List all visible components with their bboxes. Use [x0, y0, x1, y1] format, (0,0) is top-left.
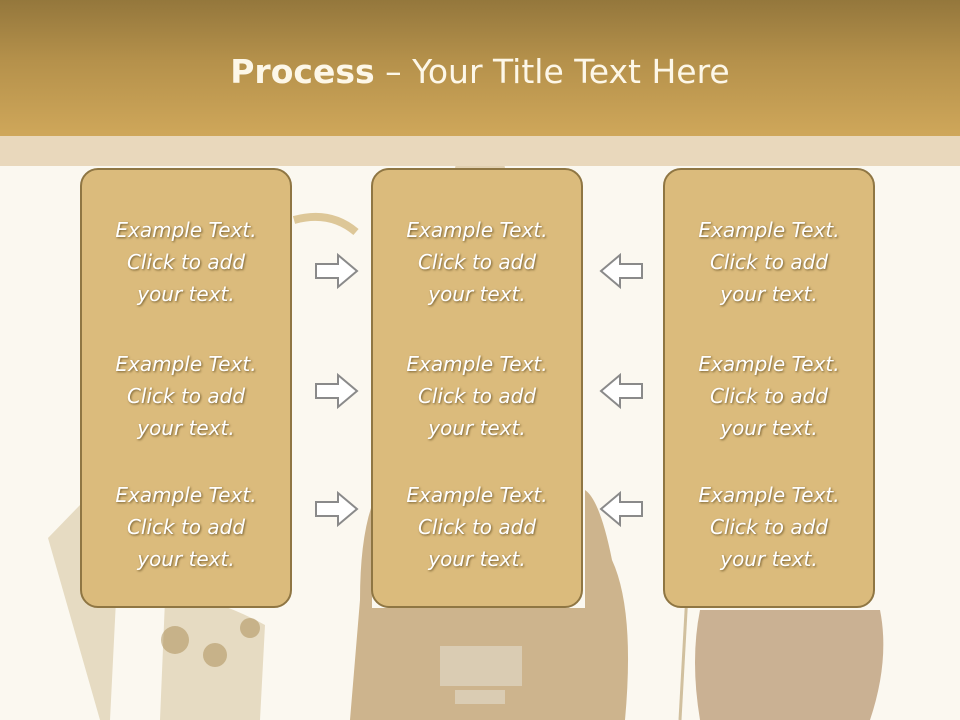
text-line: Click to add [709, 384, 829, 408]
text-line: your text. [137, 282, 235, 306]
text-line: Example Text. [406, 352, 548, 376]
text-line: Click to add [126, 250, 246, 274]
process-box-center[interactable]: Example Text. Click to add your text. Ex… [371, 168, 583, 608]
text-line: your text. [428, 416, 526, 440]
left-arrow-icon[interactable] [598, 372, 644, 410]
text-line: Click to add [417, 250, 537, 274]
text-line: Click to add [709, 515, 829, 539]
text-line: Click to add [709, 250, 829, 274]
text-line: your text. [428, 282, 526, 306]
text-block[interactable]: Example Text. Click to add your text. [82, 214, 290, 310]
left-arrow-icon[interactable] [598, 490, 644, 528]
text-line: Example Text. [406, 218, 548, 242]
text-block[interactable]: Example Text. Click to add your text. [373, 348, 581, 444]
text-line: Example Text. [406, 483, 548, 507]
text-line: your text. [137, 416, 235, 440]
text-line: your text. [720, 282, 818, 306]
text-line: Example Text. [698, 483, 840, 507]
text-line: Example Text. [115, 352, 257, 376]
text-line: your text. [720, 547, 818, 571]
page-title[interactable]: Process – Your Title Text Here [0, 52, 960, 91]
text-line: Example Text. [698, 218, 840, 242]
title-rest: – Your Title Text Here [374, 52, 730, 91]
left-arrow-icon[interactable] [598, 252, 644, 290]
text-line: your text. [137, 547, 235, 571]
text-line: Example Text. [115, 483, 257, 507]
text-line: your text. [428, 547, 526, 571]
text-block[interactable]: Example Text. Click to add your text. [665, 348, 873, 444]
process-box-left[interactable]: Example Text. Click to add your text. Ex… [80, 168, 292, 608]
text-line: Click to add [126, 384, 246, 408]
text-block[interactable]: Example Text. Click to add your text. [665, 479, 873, 575]
text-line: Click to add [126, 515, 246, 539]
text-line: Click to add [417, 384, 537, 408]
text-line: Example Text. [698, 352, 840, 376]
text-block[interactable]: Example Text. Click to add your text. [82, 479, 290, 575]
right-arrow-icon[interactable] [314, 372, 360, 410]
text-block[interactable]: Example Text. Click to add your text. [665, 214, 873, 310]
right-arrow-icon[interactable] [314, 490, 360, 528]
text-line: your text. [720, 416, 818, 440]
header-band [0, 136, 960, 166]
text-line: Example Text. [115, 218, 257, 242]
process-box-right[interactable]: Example Text. Click to add your text. Ex… [663, 168, 875, 608]
text-block[interactable]: Example Text. Click to add your text. [82, 348, 290, 444]
right-arrow-icon[interactable] [314, 252, 360, 290]
text-block[interactable]: Example Text. Click to add your text. [373, 479, 581, 575]
title-bar [0, 0, 960, 136]
text-line: Click to add [417, 515, 537, 539]
text-block[interactable]: Example Text. Click to add your text. [373, 214, 581, 310]
title-bold: Process [230, 52, 375, 91]
